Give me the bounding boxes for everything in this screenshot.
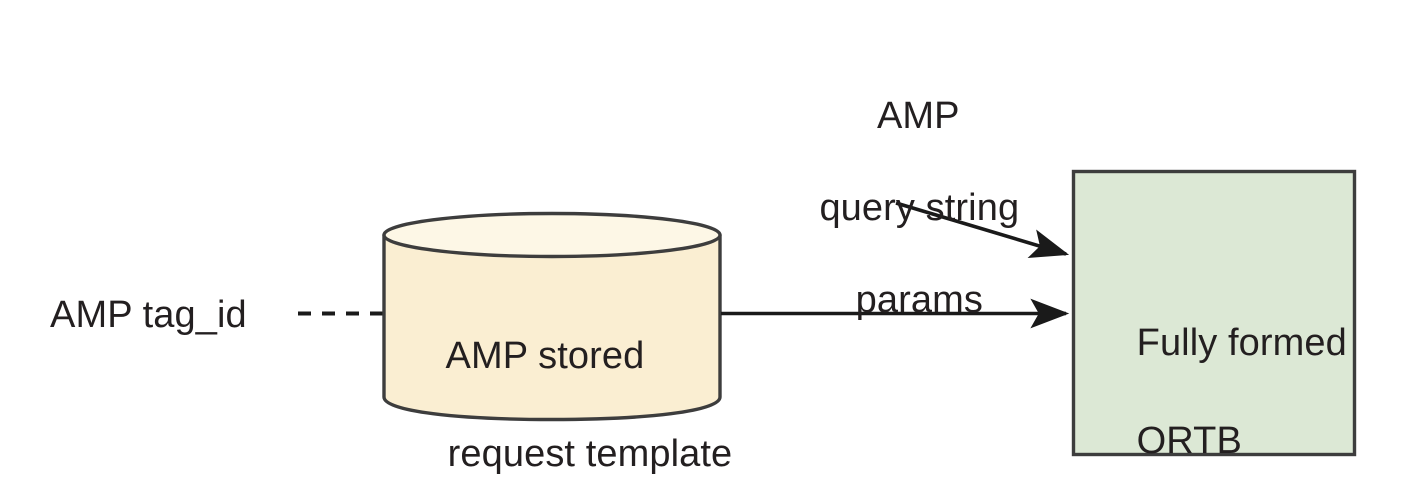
edge-params-to-ortb <box>895 201 1070 259</box>
node-label-line-2: ORTB <box>1136 420 1242 462</box>
node-label-line-2: request template <box>447 433 733 475</box>
node-fully-formed-ortb <box>1071 169 1357 457</box>
node-label-amp-tag-id: AMP tag_id <box>50 294 247 336</box>
node-label-amp-stored-request-template: AMP stored request template <box>405 283 733 498</box>
node-label-fully-formed-ortb: Fully formed ORTB <box>1094 270 1347 498</box>
node-label-line-1: AMP stored <box>445 335 645 377</box>
node-label-amp-query-string-params: AMP query string params <box>760 47 1036 369</box>
node-label-line-1: Fully formed <box>1136 322 1347 364</box>
node-label-line-1: AMP <box>876 95 960 137</box>
node-label-line-2: query string <box>819 187 1020 229</box>
node-cylinder-top <box>382 211 722 259</box>
node-cylinder-body <box>382 233 722 422</box>
node-label-line-3: params <box>855 279 983 321</box>
